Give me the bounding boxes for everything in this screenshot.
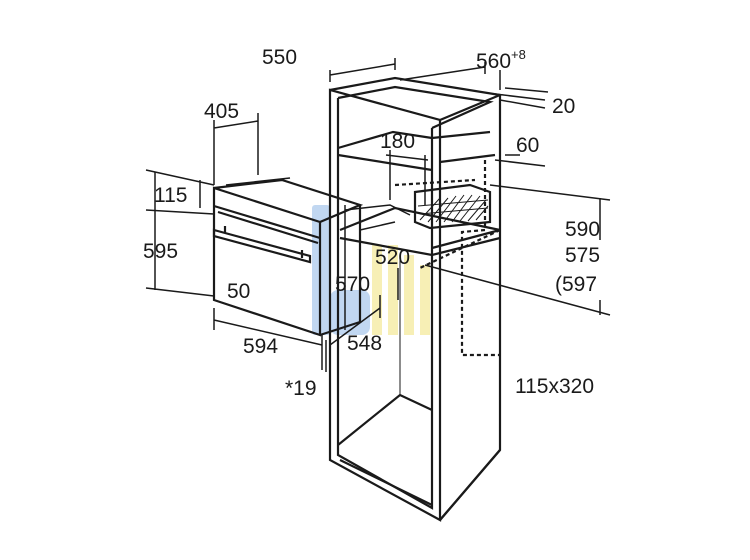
dim-548: 548	[347, 332, 382, 355]
dim-575: 575	[565, 244, 600, 267]
dim-560: 560+8	[476, 47, 526, 73]
dimension-lines	[145, 58, 611, 372]
dim-405: 405	[204, 100, 239, 123]
dim-180: 180	[380, 130, 415, 153]
ventilation-rear	[394, 178, 501, 269]
dim-20: 20	[552, 95, 575, 118]
vent-block	[413, 183, 492, 230]
ventilation-outline	[460, 160, 500, 357]
dim-19: *19	[285, 377, 317, 400]
dim-594: 594	[243, 335, 278, 358]
dim-570: 570	[335, 273, 370, 296]
oven-appliance	[212, 177, 411, 337]
dim-590: 590	[565, 218, 600, 241]
dim-595: 595	[143, 240, 178, 263]
dim-60: 60	[516, 134, 539, 157]
dim-597: (597	[555, 273, 597, 296]
dimension-labels: 550 560+8 20 405 180 60 115 590 575 (597…	[143, 46, 600, 400]
oven-handle	[212, 228, 312, 264]
dim-520: 520	[375, 246, 410, 269]
dim-vent-115x320: 115x320	[515, 375, 594, 398]
dim-115: 115	[154, 184, 187, 207]
dim-50: 50	[227, 280, 250, 303]
dim-550: 550	[262, 46, 297, 69]
cabinet	[328, 76, 504, 522]
